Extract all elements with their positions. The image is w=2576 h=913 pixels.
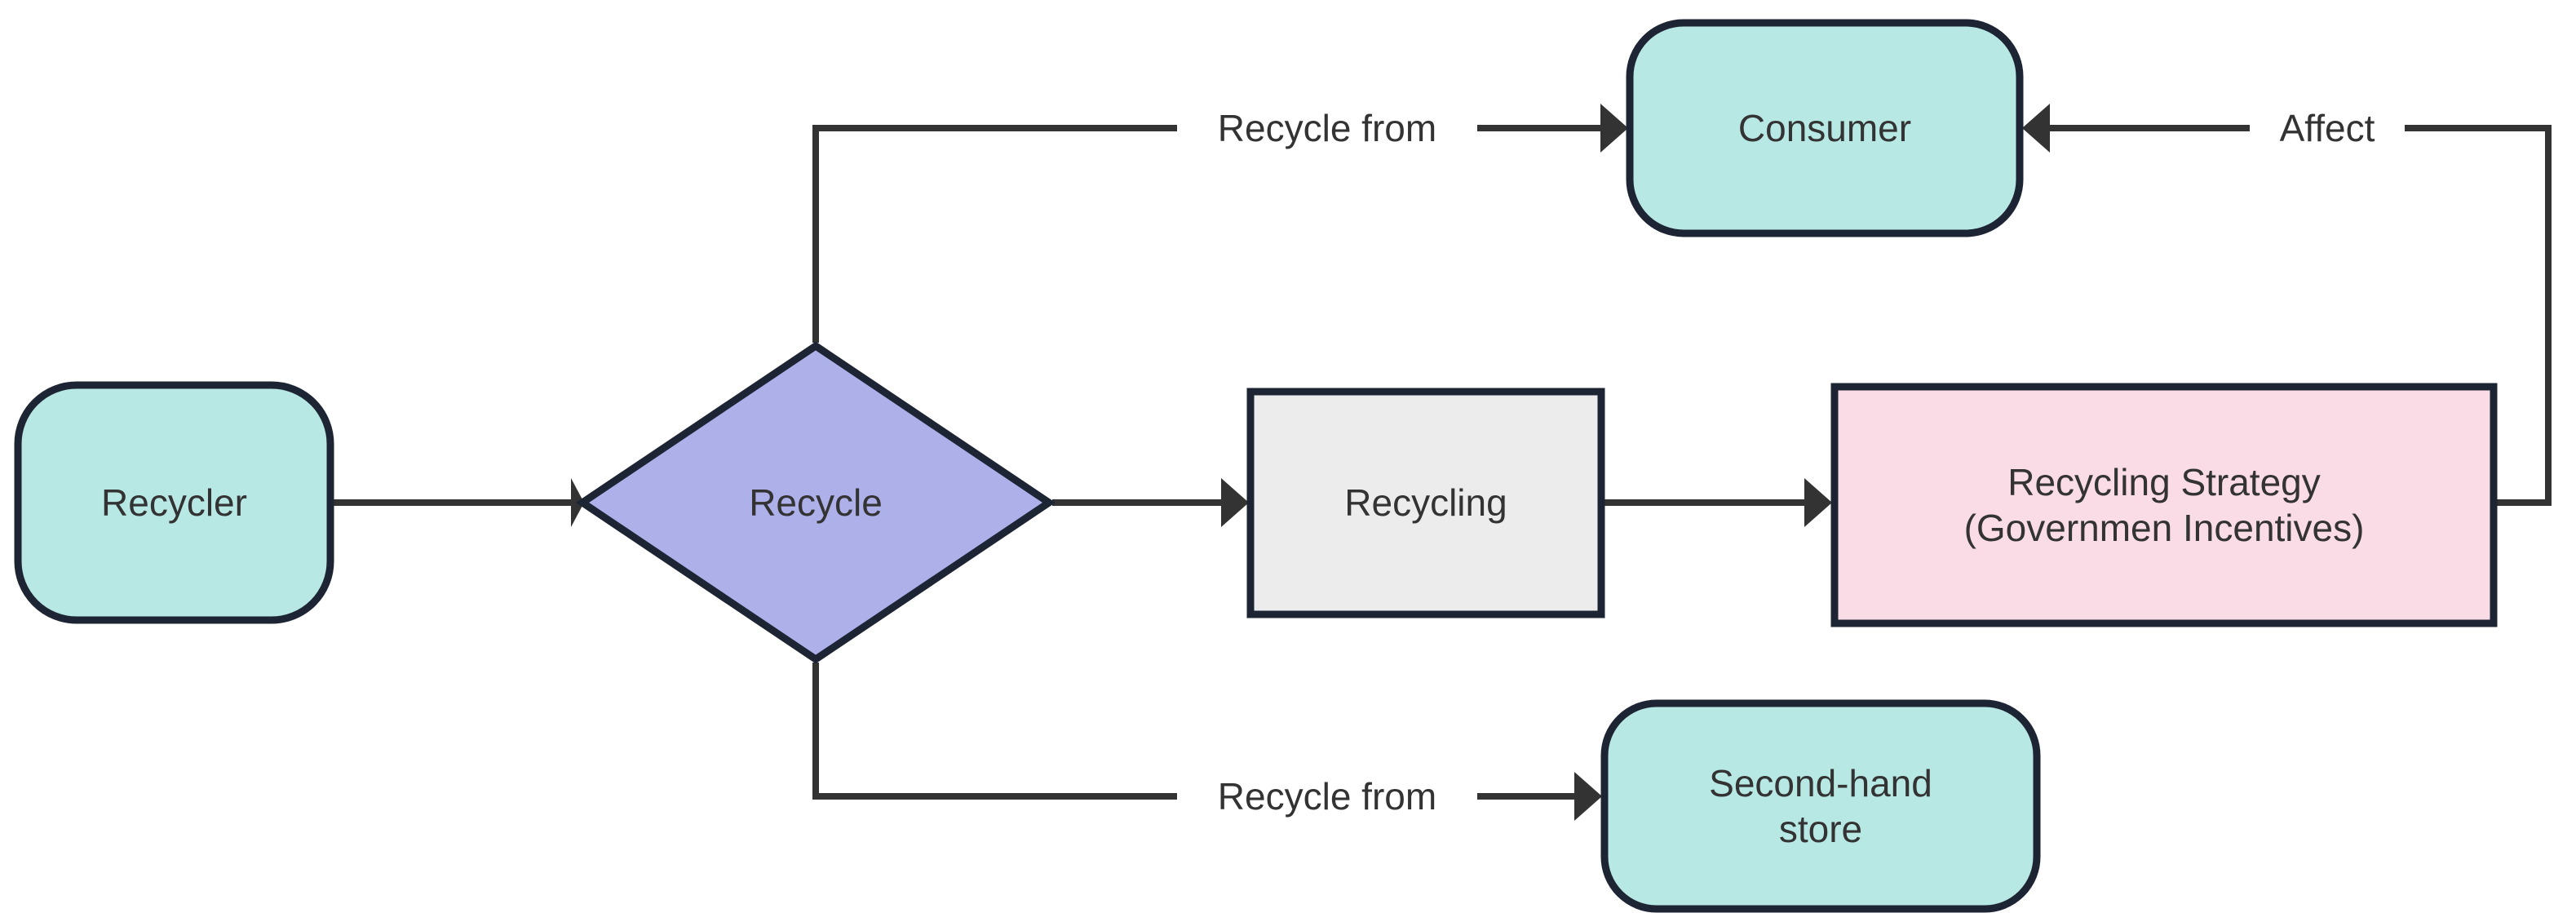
node-shape-secondhand[interactable] — [1600, 699, 2041, 913]
edge-label-recycle-from-secondhand: Recycle from — [1177, 773, 1477, 820]
node-shape-recycling[interactable] — [1246, 388, 1605, 618]
arrowhead-icon — [2022, 104, 2050, 153]
arrowhead-icon — [1221, 478, 1249, 527]
node-shape-consumer[interactable] — [1626, 19, 2024, 237]
nodes-layer — [14, 19, 2498, 913]
arrowhead-icon — [1600, 104, 1628, 153]
node-shape-recycler[interactable] — [14, 381, 334, 624]
arrowhead-icon — [1574, 772, 1602, 821]
edge-recycle-to-recycling[interactable] — [1052, 478, 1249, 527]
node-shape-strategy[interactable] — [1830, 383, 2498, 627]
node-shape-recycle[interactable] — [575, 341, 1056, 664]
arrowhead-icon — [1804, 478, 1832, 527]
edge-label-recycle-from-consumer: Recycle from — [1177, 104, 1477, 152]
edge-recycler-to-recycle[interactable] — [330, 478, 584, 527]
edge-label-affect: Affect — [2250, 104, 2405, 152]
edge-recycling-to-strategy[interactable] — [1603, 478, 1832, 527]
